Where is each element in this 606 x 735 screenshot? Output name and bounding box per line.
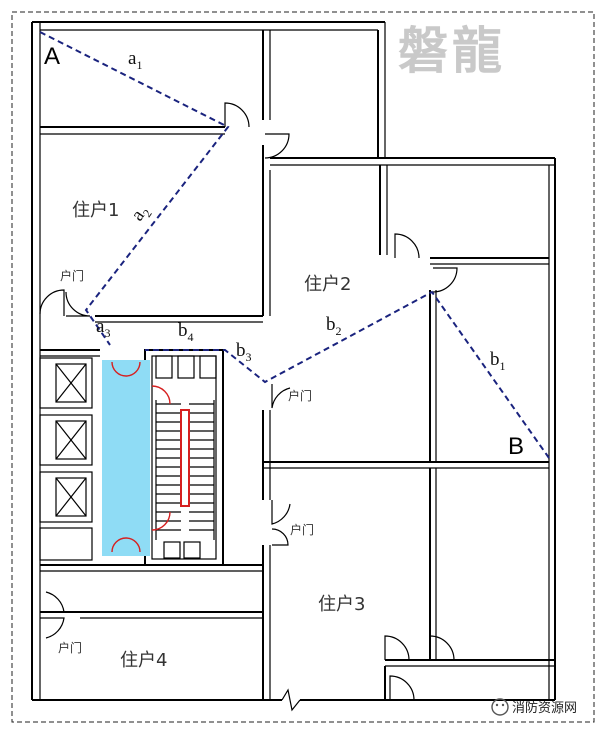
corridor-front-room	[102, 360, 150, 556]
fire-doors	[111, 361, 171, 553]
point-b-label: B	[508, 433, 524, 460]
seg-a1-sub: 1	[136, 58, 142, 72]
door-label-unit4: 户门	[58, 640, 82, 655]
unit-2-label: 住户2	[304, 274, 351, 295]
seg-a3-letter: a	[96, 316, 105, 337]
seg-b3-sub: 3	[246, 350, 252, 364]
unit-doors	[39, 102, 458, 701]
seg-b1-sub: 1	[500, 359, 506, 373]
watermark: 磐龍	[398, 22, 506, 80]
svg-text:b2: b2	[326, 314, 342, 338]
segment-labels: a1 a2 a3 b1 b2 b3 b4	[96, 48, 506, 373]
seg-b2-sub: 2	[336, 324, 342, 338]
door-label-unit1: 户门	[60, 268, 84, 283]
svg-text:b4: b4	[178, 320, 194, 344]
svg-text:a3: a3	[96, 316, 110, 340]
svg-text:a1: a1	[128, 48, 142, 72]
route-a	[39, 31, 230, 346]
walls	[31, 21, 556, 701]
svg-text:b3: b3	[236, 340, 252, 364]
seg-b4-letter: b	[178, 320, 188, 341]
door-label-unit2: 户门	[288, 388, 312, 403]
elevator-bank	[39, 357, 93, 561]
door-label-unit3: 户门	[290, 522, 314, 537]
unit-1-label: 住户1	[72, 200, 119, 221]
svg-text:b1: b1	[490, 349, 506, 373]
seg-a3-sub: 3	[104, 326, 110, 340]
credit-badge: 消防资源网	[491, 698, 577, 716]
wechat-icon	[491, 698, 509, 716]
seg-b2-letter: b	[326, 314, 336, 335]
route-b	[145, 290, 550, 459]
seg-b3-letter: b	[236, 340, 246, 361]
seg-b4-sub: 4	[188, 330, 194, 344]
unit-3-label: 住户3	[318, 594, 365, 615]
plan-frame	[11, 11, 595, 723]
seg-b1-letter: b	[490, 349, 500, 370]
unit-4-label: 住户4	[120, 650, 167, 671]
shafts	[155, 355, 217, 559]
svg-text:a2: a2	[127, 201, 155, 227]
seg-a1-letter: a	[128, 48, 137, 69]
staircase	[155, 400, 215, 540]
wall-break-mark	[281, 688, 301, 712]
credit-text: 消防资源网	[512, 700, 577, 716]
point-a-label: A	[44, 43, 60, 70]
